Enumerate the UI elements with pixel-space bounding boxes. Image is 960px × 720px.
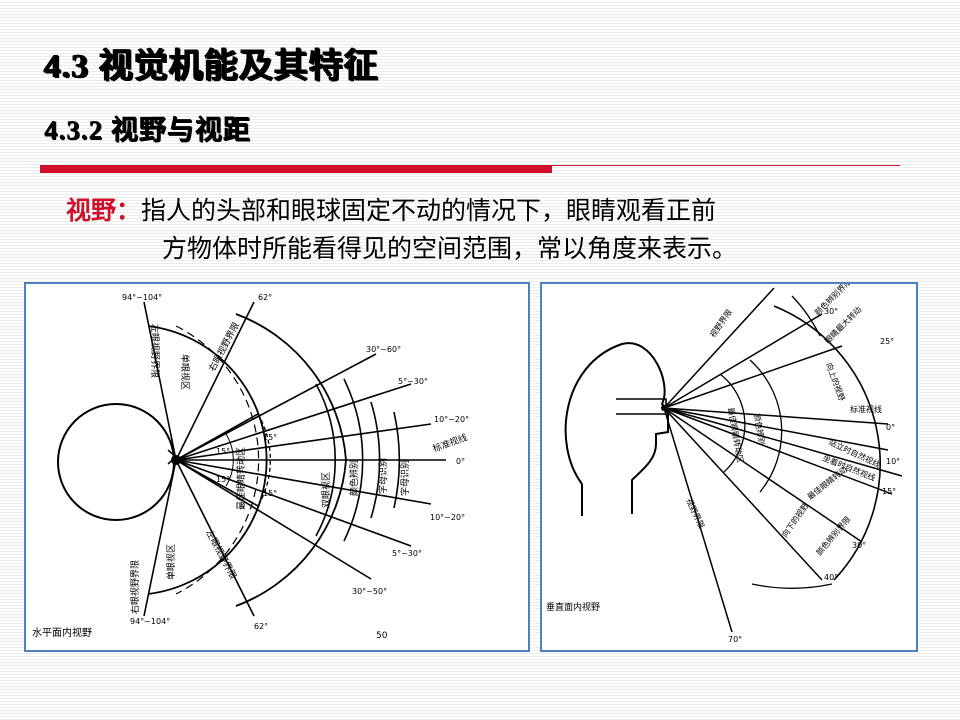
angle-15: 15° (882, 487, 896, 496)
vertical-caption: 垂直面内视野 (546, 601, 600, 613)
angle-10-20-top: 10°~20° (434, 415, 469, 424)
label-color-limit-bottom: 颜色辨别界限 (814, 514, 853, 557)
definition-line-1: 视野：指人的头部和眼球固定不动的情况下，眼睛观看正前 (66, 192, 926, 230)
horizontal-field-diagram: 94°~104° 62° 30°~60° 5°~30° 10°~20° 0° 1… (32, 293, 469, 641)
head-outline (57, 403, 175, 521)
angle-15-upper: 15° (263, 433, 277, 442)
vertical-radial-lines (663, 287, 903, 633)
angle-15-lower-inner: 15° (216, 475, 230, 484)
label-char-recognition: 字母识别 (377, 458, 389, 494)
angle-10: 10° (886, 457, 900, 466)
definition-line-2: 方物体时所能看得见的空间范围，常以角度来表示。 (162, 234, 738, 263)
label-down-view: 向下的视野 (779, 501, 810, 540)
slide-title: 4.3 视觉机能及其特征 (44, 48, 379, 85)
angle-30-60-top: 30°~60° (366, 345, 401, 354)
label-color-discrimination: 颜色辨别 (752, 413, 767, 446)
angle-5-30-bottom: 5°~30° (392, 549, 422, 558)
angle-62-top: 62° (258, 293, 272, 302)
label-standard-line: 标准视线 (850, 404, 882, 414)
page-number: 50 (376, 631, 388, 641)
field-arcs (147, 313, 401, 607)
label-right-eye-bound-top: 右眼视野界限 (206, 320, 242, 373)
angle-94-104-top: 94°~104° (122, 293, 162, 302)
label-left-eye-bound-bottom: 左眼视野界限 (203, 528, 239, 581)
label-left-eye-limit: 左眼视野界限 (149, 324, 161, 378)
label-char-recognition-2: 字母识别 (399, 460, 411, 496)
label-right-eye-limit: 右眼视野界限 (129, 560, 141, 614)
head-profile (564, 342, 669, 516)
eye-glasses-outline (616, 398, 667, 415)
angle-30-top: 30° (824, 307, 838, 316)
angle-0: 0° (886, 423, 895, 432)
horizontal-caption: 水平面内视野 (32, 626, 92, 639)
angle-15-upper-inner: 15° (216, 447, 230, 456)
title-divider-line (552, 165, 900, 166)
label-color-discrimination: 颜色辨别 (348, 460, 360, 496)
definition-term: 视野： (66, 196, 142, 225)
label-view-limit-bottom: 视野界限 (684, 497, 707, 530)
slide-subtitle: 4.3.2 视野与视距 (44, 115, 251, 145)
angle-70-bottom: 70° (728, 635, 742, 644)
angle-30-bottom: 30° (852, 541, 866, 550)
angle-5-30-top: 5°~30° (398, 377, 428, 386)
label-mono-top: 单眼视区 (179, 354, 191, 390)
vertical-arcs (719, 295, 881, 589)
label-best-eye-rotation-left: 最佳眼睛转动区 (726, 407, 746, 464)
angle-10-20-bottom: 10°~20° (430, 513, 465, 522)
label-standard-line: 标准视线 (431, 431, 469, 455)
horizontal-field-panel: 94°~104° 62° 30°~60° 5°~30° 10°~20° 0° 1… (24, 282, 530, 652)
angle-94-104-bottom: 94°~104° (130, 617, 170, 626)
title-divider-bar (40, 165, 552, 173)
angle-25-top: 25° (880, 337, 894, 346)
label-best-eye-rotation: 最佳眼睛转动区 (235, 447, 247, 510)
angle-40-bottom: 40° (824, 573, 838, 582)
angle-15-lower: 15° (263, 489, 277, 498)
definition-block: 视野：指人的头部和眼球固定不动的情况下，眼睛观看正前 方物体时所能看得见的空间范… (66, 192, 926, 268)
label-binocular: 双眼视区 (320, 472, 332, 508)
angle-30-50-bottom: 30°~50° (352, 587, 387, 596)
label-mono-bottom: 单眼视区 (165, 544, 177, 580)
vertical-field-diagram: 30° 25° 0° 10° 15° 30° 40° 70° 视野界限 颜色辨别… (546, 276, 903, 644)
angle-0: 0° (456, 457, 465, 466)
definition-text-1: 指人的头部和眼球固定不动的情况下，眼睛观看正前 (141, 196, 717, 225)
label-view-limit-top: 视野界限 (707, 307, 734, 339)
angle-62-bottom: 62° (254, 622, 268, 631)
label-up-view: 向上的视野 (824, 361, 847, 402)
vertical-field-panel: 30° 25° 0° 10° 15° 30° 40° 70° 视野界限 颜色辨别… (540, 276, 918, 652)
radial-lines (143, 301, 446, 617)
